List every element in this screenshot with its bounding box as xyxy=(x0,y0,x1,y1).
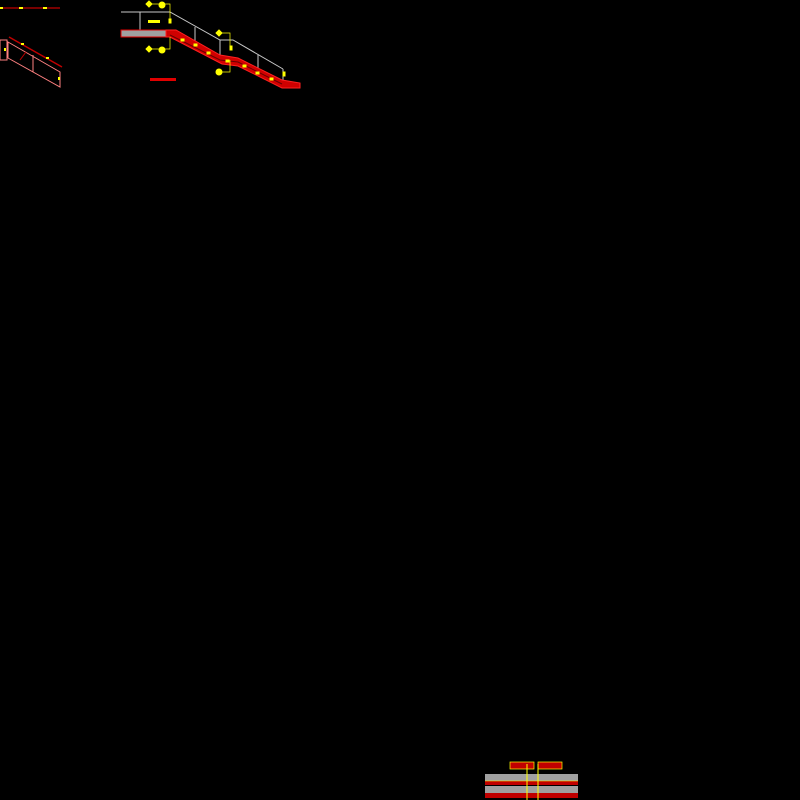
marker xyxy=(225,59,230,63)
marker xyxy=(19,7,23,9)
stair-railing-panel xyxy=(7,41,61,88)
label-bar xyxy=(148,20,160,23)
marker xyxy=(180,38,185,42)
rail xyxy=(8,36,63,68)
slab-layer-1 xyxy=(485,774,578,781)
stair-flight xyxy=(165,29,301,89)
red-layer-2 xyxy=(485,793,578,798)
landing-slab xyxy=(120,29,167,38)
dimension-leaders xyxy=(152,3,231,73)
diamond-marker xyxy=(145,0,153,8)
left-stair-fragment xyxy=(0,7,63,88)
edge xyxy=(0,39,8,61)
marker xyxy=(21,43,24,45)
marker xyxy=(43,7,47,9)
marker xyxy=(58,77,60,80)
floor-detail-section xyxy=(485,761,578,800)
marker xyxy=(206,51,211,55)
red-layer-1 xyxy=(485,781,578,785)
upper-slab-left xyxy=(509,761,535,770)
marker xyxy=(255,71,260,75)
marker xyxy=(282,71,286,77)
marker xyxy=(242,64,247,68)
circle-marker xyxy=(158,46,166,54)
marker xyxy=(193,43,198,47)
circle-marker xyxy=(158,1,166,9)
marker xyxy=(269,77,274,81)
beam xyxy=(150,78,176,81)
handrail xyxy=(121,11,284,70)
circle-marker xyxy=(215,68,223,76)
marker xyxy=(46,57,49,59)
dimension-markers xyxy=(145,0,286,81)
diamond-marker xyxy=(215,29,223,37)
marker xyxy=(0,7,3,9)
stair-section xyxy=(120,0,301,89)
diag xyxy=(19,51,27,61)
diamond-marker xyxy=(145,45,153,53)
marker xyxy=(4,48,6,51)
slab-layer-2 xyxy=(485,786,578,793)
upper-slab-right xyxy=(537,761,563,770)
